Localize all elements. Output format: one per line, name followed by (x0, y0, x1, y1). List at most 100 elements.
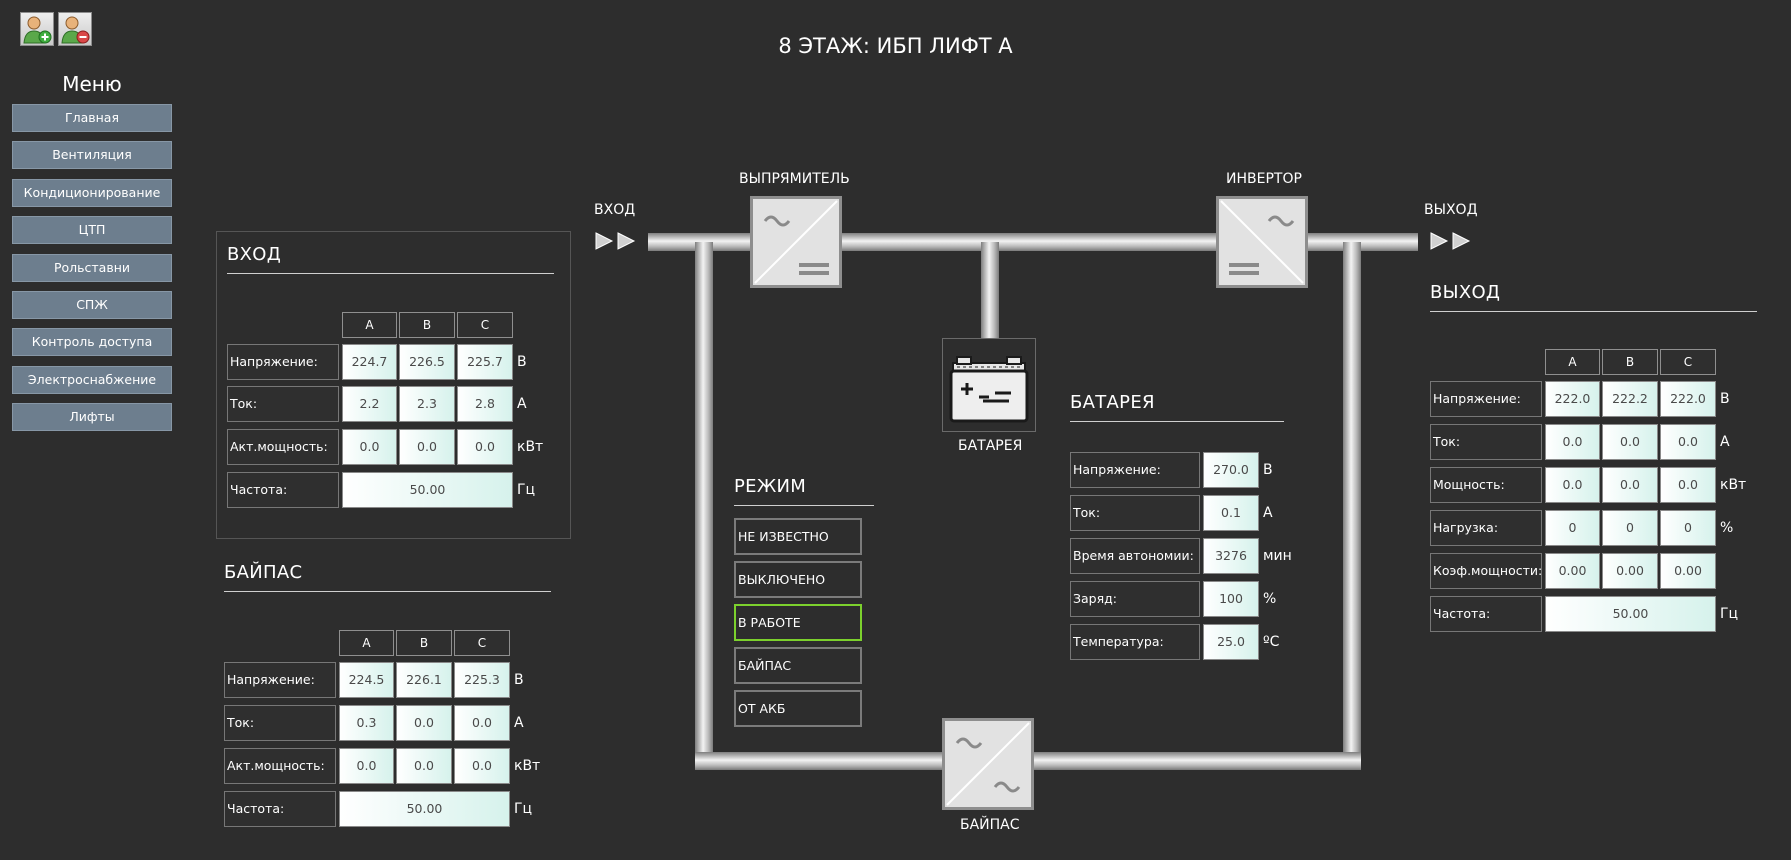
menu-title: Меню (62, 72, 122, 96)
bypass-power-c: 0.0 (454, 748, 510, 784)
input-phase-b-header: B (399, 312, 455, 338)
output-current-c: 0.0 (1660, 424, 1716, 460)
battery-temperature-value: 25.0 (1203, 624, 1259, 660)
menu-item-power-supply[interactable]: Электроснабжение (12, 366, 172, 394)
bypass-voltage-b: 226.1 (396, 662, 452, 698)
mode-off[interactable]: ВЫКЛЮЧЕНО (734, 561, 862, 598)
menu-item-heating-point[interactable]: ЦТП (12, 216, 172, 244)
battery-autonomy-label: Время автономии: (1070, 538, 1200, 574)
static-bypass-icon (946, 722, 1030, 806)
inverter-block[interactable] (1216, 196, 1308, 288)
output-power-factor-label: Коэф.мощности: (1430, 553, 1542, 589)
battery-temperature-unit: ºС (1263, 634, 1280, 650)
bypass-current-label: Ток: (224, 705, 336, 741)
output-arrows-icon (1430, 232, 1471, 250)
output-load-b: 0 (1602, 510, 1658, 546)
output-load-unit: % (1720, 520, 1734, 536)
mode-running[interactable]: В РАБОТЕ (734, 604, 862, 641)
bypass-current-c: 0.0 (454, 705, 510, 741)
input-section-title: ВХОД (227, 244, 554, 274)
bypass-section-title: БАЙПАС (224, 562, 551, 592)
input-current-label: Ток: (227, 386, 339, 422)
output-voltage-label: Напряжение: (1430, 381, 1542, 417)
output-current-unit: А (1720, 434, 1730, 450)
bypass-voltage-label: Напряжение: (224, 662, 336, 698)
bypass-power-label: Акт.мощность: (224, 748, 336, 784)
output-current-a: 0.0 (1545, 424, 1600, 460)
output-load-c: 0 (1660, 510, 1716, 546)
battery-current-unit: А (1263, 505, 1273, 521)
output-frequency-unit: Гц (1720, 606, 1739, 622)
mode-battery[interactable]: ОТ АКБ (734, 690, 862, 727)
battery-section-title: БАТАРЕЯ (1070, 392, 1284, 422)
output-current-b: 0.0 (1602, 424, 1658, 460)
battery-current-value: 0.1 (1203, 495, 1259, 531)
menu-item-elevators[interactable]: Лифты (12, 403, 172, 431)
bypass-power-unit: кВт (514, 758, 541, 774)
battery-voltage-label: Напряжение: (1070, 452, 1200, 488)
input-frequency-value: 50.00 (342, 472, 513, 508)
bypass-frequency-unit: Гц (514, 801, 533, 817)
battery-pipe (981, 242, 999, 342)
bypass-voltage-unit: В (514, 672, 524, 688)
battery-block[interactable] (942, 338, 1036, 432)
bypass-voltage-a: 224.5 (339, 662, 394, 698)
input-voltage-b: 226.5 (399, 344, 455, 380)
static-bypass-label: БАЙПАС (960, 817, 1020, 833)
battery-diagram-label: БАТАРЕЯ (958, 438, 1023, 454)
output-phase-c-header: C (1660, 349, 1716, 375)
battery-voltage-value: 270.0 (1203, 452, 1259, 488)
output-load-a: 0 (1545, 510, 1600, 546)
output-voltage-b: 222.2 (1602, 381, 1658, 417)
input-current-unit: А (517, 396, 527, 412)
output-section-title: ВЫХОД (1430, 282, 1757, 312)
mode-unknown[interactable]: НЕ ИЗВЕСТНО (734, 518, 862, 555)
input-power-label: Акт.мощность: (227, 429, 339, 465)
rectifier-block[interactable] (750, 196, 842, 288)
output-load-label: Нагрузка: (1430, 510, 1542, 546)
menu-item-shutters[interactable]: Рольставни (12, 254, 172, 282)
input-voltage-c: 225.7 (457, 344, 513, 380)
input-voltage-unit: В (517, 354, 527, 370)
battery-icon (949, 356, 1029, 423)
bypass-phase-b-header: B (396, 630, 452, 656)
bypass-voltage-c: 225.3 (454, 662, 510, 698)
input-power-a: 0.0 (342, 429, 397, 465)
battery-temperature-label: Температура: (1070, 624, 1200, 660)
input-voltage-a: 224.7 (342, 344, 397, 380)
bypass-right-pipe (1343, 242, 1361, 757)
bypass-power-a: 0.0 (339, 748, 394, 784)
input-arrows-icon (595, 232, 636, 250)
output-power-unit: кВт (1720, 477, 1747, 493)
output-power-label: Мощность: (1430, 467, 1542, 503)
menu-item-fire-safety[interactable]: СПЖ (12, 291, 172, 319)
add-user-button[interactable] (20, 12, 54, 46)
battery-autonomy-value: 3276 (1203, 538, 1259, 574)
menu-item-main[interactable]: Главная (12, 104, 172, 132)
battery-autonomy-unit: мин (1263, 548, 1292, 564)
input-frequency-label: Частота: (227, 472, 339, 508)
menu-item-access-control[interactable]: Контроль доступа (12, 328, 172, 356)
battery-voltage-unit: В (1263, 462, 1273, 478)
input-phase-a-header: A (342, 312, 397, 338)
output-power-b: 0.0 (1602, 467, 1658, 503)
remove-user-button[interactable] (58, 12, 92, 46)
bypass-phase-c-header: C (454, 630, 510, 656)
output-power-c: 0.0 (1660, 467, 1716, 503)
input-phase-c-header: C (457, 312, 513, 338)
output-current-label: Ток: (1430, 424, 1542, 460)
battery-charge-value: 100 (1203, 581, 1259, 617)
user-add-icon (23, 16, 52, 44)
static-bypass-block[interactable] (942, 718, 1034, 810)
menu-item-ventilation[interactable]: Вентиляция (12, 141, 172, 169)
bypass-current-a: 0.3 (339, 705, 394, 741)
mode-bypass[interactable]: БАЙПАС (734, 647, 862, 684)
input-current-c: 2.8 (457, 386, 513, 422)
input-voltage-label: Напряжение: (227, 344, 339, 380)
menu-item-conditioning[interactable]: Кондиционирование (12, 179, 172, 207)
output-voltage-unit: В (1720, 391, 1730, 407)
diagram-input-label: ВХОД (594, 202, 636, 218)
input-current-a: 2.2 (342, 386, 397, 422)
bypass-frequency-label: Частота: (224, 791, 336, 827)
mode-section-title: РЕЖИМ (734, 476, 874, 506)
